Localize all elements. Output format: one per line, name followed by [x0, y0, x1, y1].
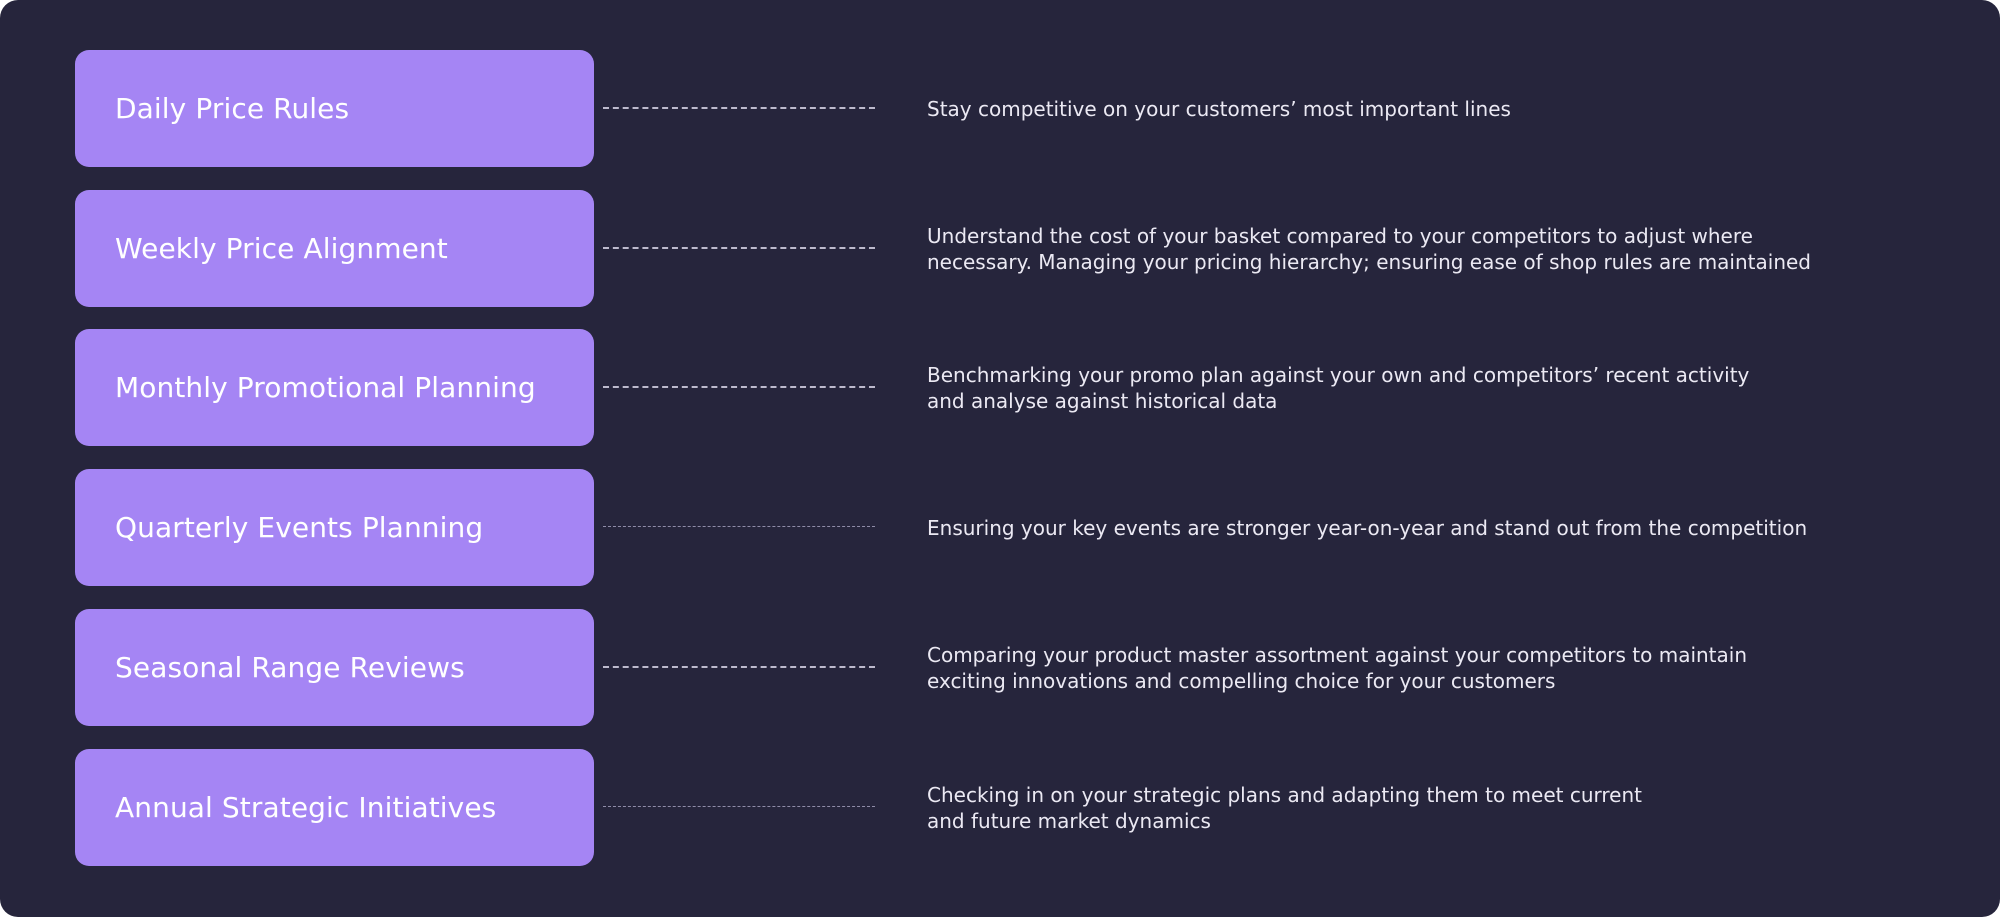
step-pill: Quarterly Events Planning [75, 469, 594, 586]
step-description-text: Benchmarking your promo plan against you… [927, 362, 1750, 413]
step-label: Quarterly Events Planning [115, 511, 484, 544]
step-label: Seasonal Range Reviews [115, 651, 465, 684]
step-description: Understand the cost of your basket compa… [927, 190, 1927, 307]
step-seasonal: Seasonal Range Reviews Comparing your pr… [0, 609, 2000, 726]
step-description-text: Ensuring your key events are stronger ye… [927, 515, 1808, 540]
step-description: Checking in on your strategic plans and … [927, 749, 1927, 866]
step-pill: Seasonal Range Reviews [75, 609, 594, 726]
step-description: Stay competitive on your customers’ most… [927, 50, 1927, 167]
dashed-connector [603, 247, 875, 249]
step-weekly: Weekly Price Alignment Understand the co… [0, 190, 2000, 307]
step-label: Weekly Price Alignment [115, 232, 448, 265]
step-label: Annual Strategic Initiatives [115, 791, 497, 824]
step-description-text: Checking in on your strategic plans and … [927, 782, 1642, 833]
step-label: Monthly Promotional Planning [115, 371, 536, 404]
dashed-connector [603, 386, 875, 388]
step-annual: Annual Strategic Initiatives Checking in… [0, 749, 2000, 866]
step-daily: Daily Price Rules Stay competitive on yo… [0, 50, 2000, 167]
dashed-connector [603, 526, 875, 527]
step-pill: Annual Strategic Initiatives [75, 749, 594, 866]
step-pill: Daily Price Rules [75, 50, 594, 167]
step-description: Benchmarking your promo plan against you… [927, 329, 1927, 446]
dashed-connector [603, 806, 875, 807]
step-monthly: Monthly Promotional Planning Benchmarkin… [0, 329, 2000, 446]
step-quarterly: Quarterly Events Planning Ensuring your … [0, 469, 2000, 586]
step-description: Comparing your product master assortment… [927, 609, 1927, 726]
dashed-connector [603, 666, 875, 668]
step-description-text: Comparing your product master assortment… [927, 642, 1748, 693]
step-pill: Weekly Price Alignment [75, 190, 594, 307]
step-pill: Monthly Promotional Planning [75, 329, 594, 446]
step-description-text: Stay competitive on your customers’ most… [927, 96, 1511, 121]
step-description: Ensuring your key events are stronger ye… [927, 469, 1927, 586]
dashed-connector [603, 107, 875, 109]
step-label: Daily Price Rules [115, 92, 350, 125]
step-description-text: Understand the cost of your basket compa… [927, 223, 1811, 274]
